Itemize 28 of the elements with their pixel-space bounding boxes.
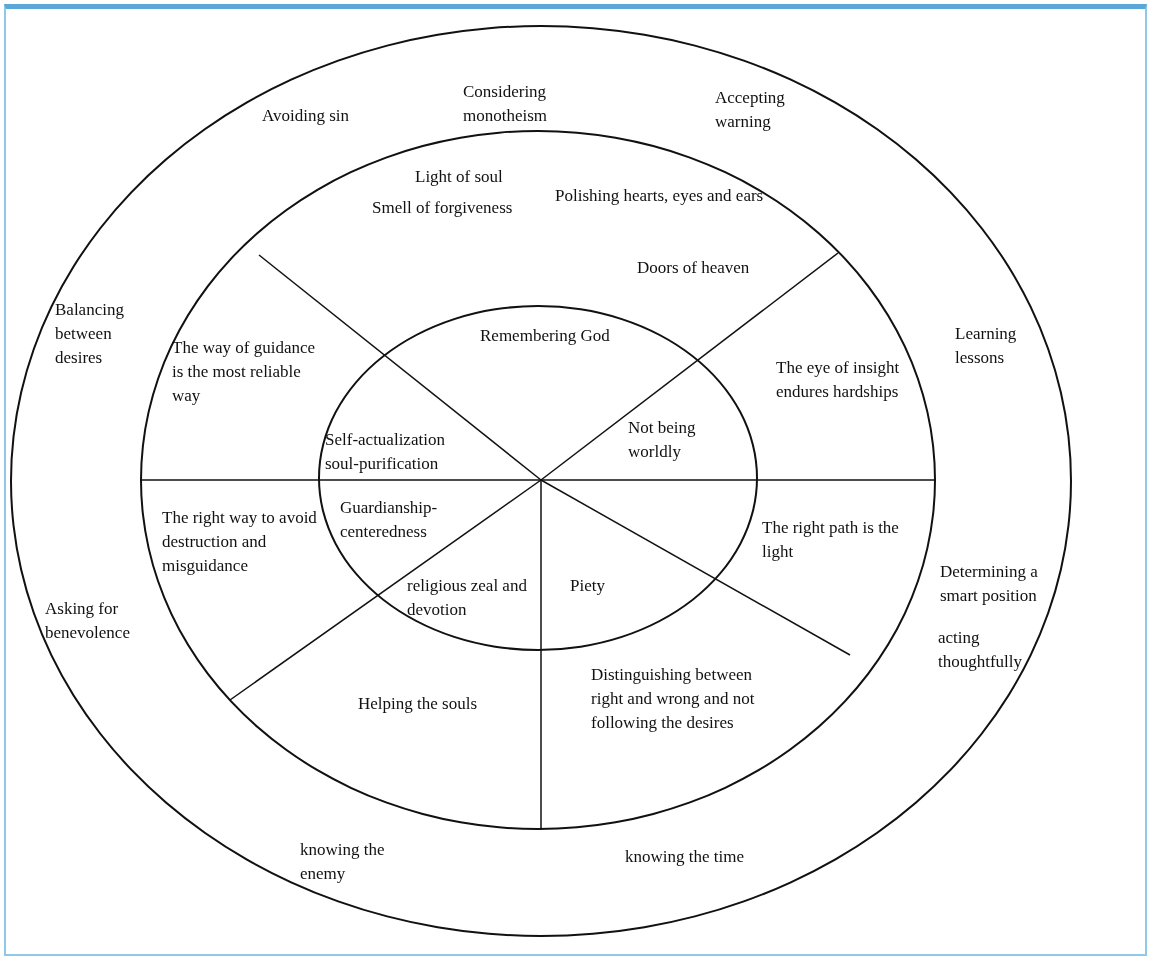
ring-label: religious zeal and devotion — [407, 575, 528, 621]
ring-label: Guardianship-centeredness — [340, 497, 439, 543]
ring-label: Balancing between desires — [55, 299, 125, 369]
ring-label: acting thoughtfully — [938, 627, 1024, 673]
ring-label: Asking for benevolence — [45, 598, 131, 644]
ring-label: Light of soul — [415, 166, 504, 188]
ring-label: Smell of forgiveness — [372, 197, 514, 219]
ring-label: Piety — [570, 575, 606, 597]
ring-label: knowing the enemy — [300, 839, 386, 885]
ring-label: Determining a smart position — [940, 561, 1039, 607]
ring-label: Remembering God — [480, 325, 611, 347]
ring-label: Avoiding sin — [262, 105, 351, 127]
middle-ring — [140, 130, 936, 830]
inner-circle — [318, 305, 758, 651]
ring-label: Doors of heaven — [637, 257, 751, 279]
ring-label: Self-actualization soul-purification — [325, 429, 446, 475]
ring-label: Helping the souls — [358, 693, 478, 715]
ring-label: Distinguishing between right and wrong and not following the desires — [591, 664, 756, 734]
ring-label: knowing the time — [625, 846, 745, 868]
ring-label: The way of guidance is the most reliable way — [172, 337, 317, 407]
ring-label: Polishing hearts, eyes and ears — [555, 185, 765, 207]
ring-label: The eye of insight endures hardships — [776, 357, 901, 403]
ring-label: Accepting warning — [715, 87, 786, 133]
ring-label: Not being worldly — [628, 417, 697, 463]
ring-label: Considering monotheism — [463, 81, 549, 127]
ring-label: The right way to avoid destruction and misguidance — [162, 507, 318, 577]
ring-label: The right path is the light — [762, 517, 900, 563]
ring-label: Learning lessons — [955, 323, 1018, 369]
